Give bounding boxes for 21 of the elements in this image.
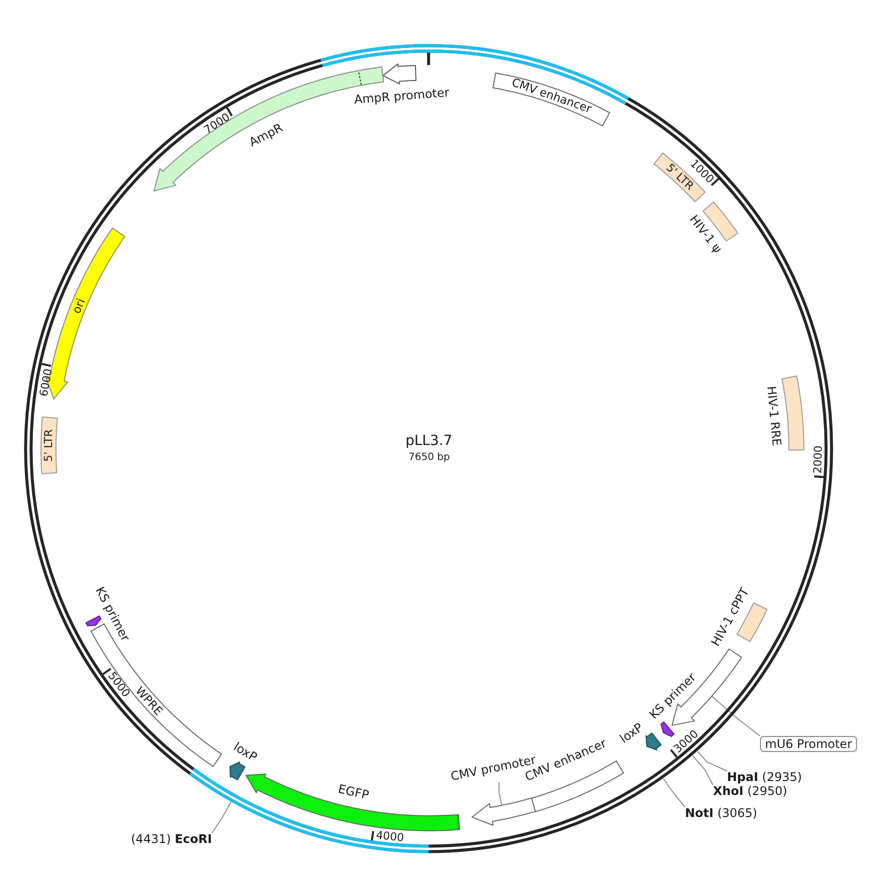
plasmid-size: 7650 bp — [408, 452, 450, 463]
plasmid-name: pLL3.7 — [405, 434, 452, 448]
position-label: 4000 — [376, 829, 405, 843]
feature-label: loxP — [617, 721, 644, 746]
feature-label: AmpR promoter — [354, 86, 450, 106]
leader-line — [692, 755, 714, 786]
leader-line — [711, 696, 760, 736]
leader-line — [697, 751, 728, 772]
position-label: 2000 — [812, 446, 824, 474]
leader-line — [498, 781, 502, 806]
feature-band: 5' LTR — [40, 416, 58, 474]
restriction-site-label: NotI (3065) — [685, 807, 758, 819]
leader-line — [662, 778, 686, 808]
restriction-site-label: (4431) EcoRI — [131, 833, 212, 845]
feature-label: loxP — [232, 740, 260, 764]
feature-label: HIV-1 RRE — [766, 386, 784, 447]
callout-label: mU6 Promoter — [760, 736, 858, 752]
restriction-site-label: HpaI (2935) — [727, 771, 802, 783]
feature-label: EGFP — [336, 782, 370, 801]
leader-line — [212, 801, 232, 834]
restriction-site-label: XhoI (2950) — [713, 785, 788, 797]
